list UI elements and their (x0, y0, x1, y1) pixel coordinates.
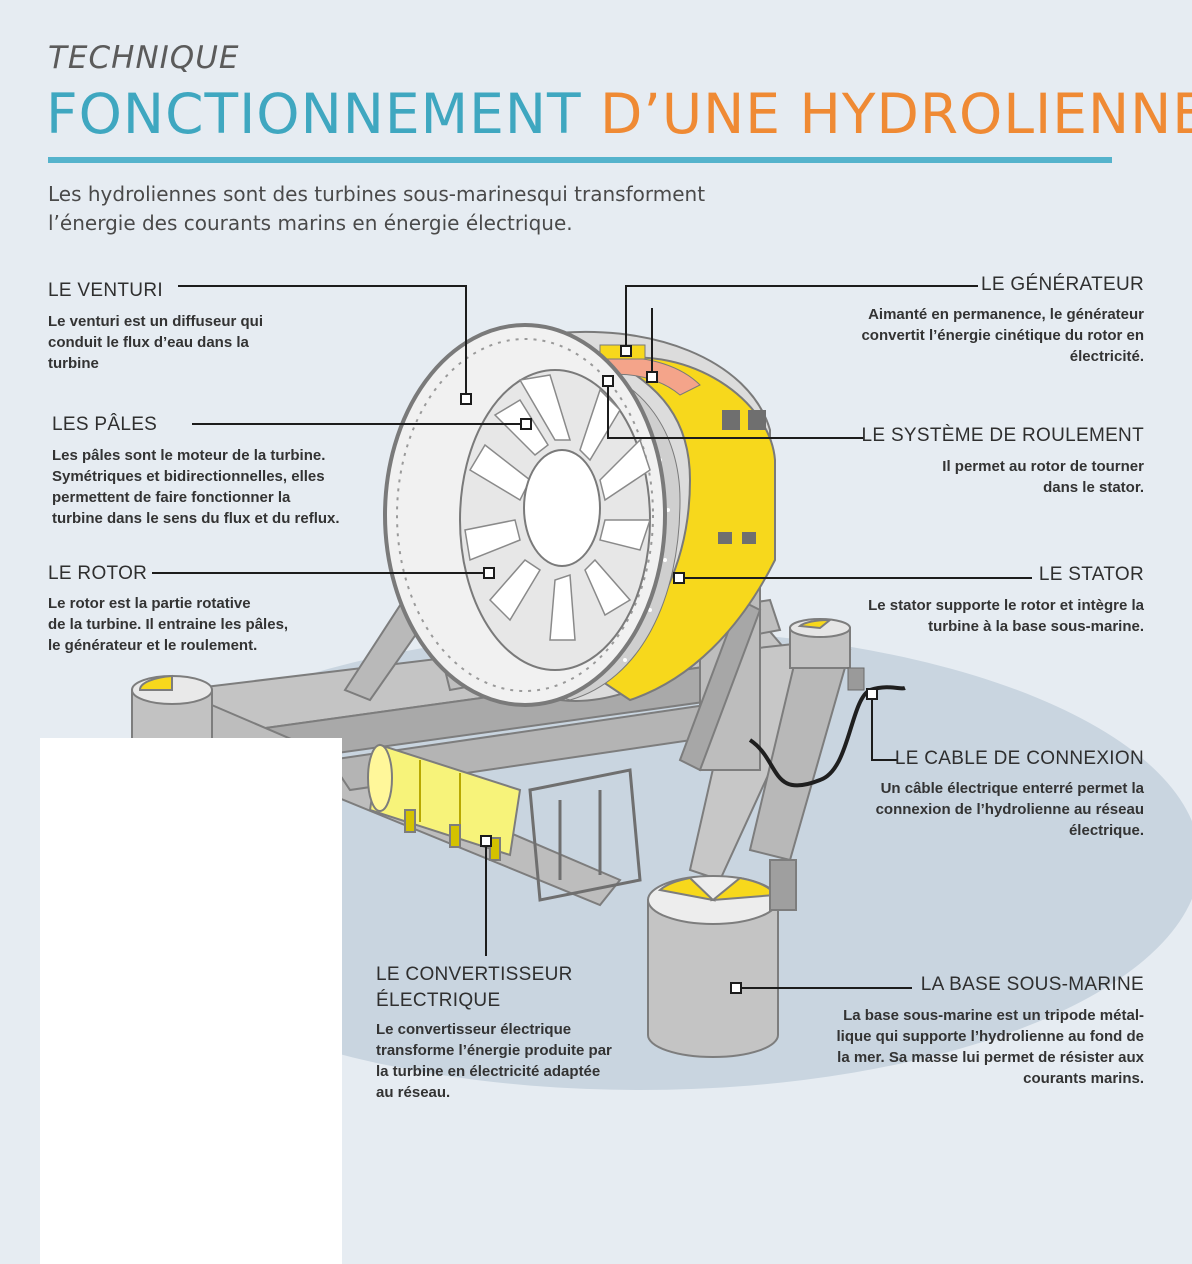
desc-generateur: Aimanté en permanence, le générateur con… (814, 304, 1144, 367)
desc-line: la turbine en électricité adaptée (376, 1063, 601, 1080)
leader-lines (152, 285, 1032, 989)
label-pales: LES PÂLES (52, 414, 158, 435)
desc-line: turbine à la base sous-marine. (928, 618, 1144, 635)
desc-line: de la turbine. Il entraine les pâles, (48, 616, 289, 633)
desc-line: conduit le flux d’eau dans la (48, 334, 249, 351)
desc-line: permettent de faire fonctionner la (52, 489, 291, 506)
desc-line: le générateur et le roulement. (48, 637, 258, 654)
connection-cable (748, 685, 906, 788)
label-rotor: LE ROTOR (48, 563, 148, 584)
blank-panel (40, 738, 342, 1264)
intro-line: l’énergie des courants marins en énergie… (48, 211, 573, 235)
desc-line: Aimanté en permanence, le générateur (868, 306, 1144, 323)
desc-pales: Les pâles sont le moteur de la turbine. … (52, 445, 382, 529)
desc-line: Le rotor est la partie rotative (48, 595, 251, 612)
page-title-part2: D’UNE HYDROLIENNE (600, 82, 1192, 146)
desc-line: Les pâles sont le moteur de la turbine. (52, 447, 326, 464)
desc-line: Il permet au rotor de tourner (942, 458, 1144, 475)
desc-line: connexion de l’hydrolienne au réseau (875, 801, 1144, 818)
turbine-body (383, 323, 776, 707)
desc-convertisseur: Le convertisseur électrique transforme l… (376, 1019, 656, 1103)
desc-base: La base sous-marine est un tripode métal… (804, 1005, 1144, 1089)
desc-line: convertit l’énergie cinétique du rotor e… (861, 327, 1144, 344)
desc-line: turbine (48, 355, 99, 372)
desc-line: électrique. (1068, 822, 1144, 839)
title-underline (48, 157, 1112, 163)
label-roulement: LE SYSTÈME DE ROULEMENT (861, 425, 1144, 446)
desc-line: Symétriques et bidirectionnelles, elles (52, 468, 325, 485)
desc-stator: Le stator supporte le rotor et intègre l… (824, 595, 1144, 637)
converter-unit (367, 743, 642, 902)
desc-line: électricité. (1069, 348, 1144, 365)
label-cable: LE CABLE DE CONNEXION (894, 748, 1144, 769)
desc-line: Le stator supporte le rotor et intègre l… (868, 597, 1144, 614)
desc-line: La base sous-marine est un tripode métal… (843, 1007, 1144, 1024)
right-pile (789, 618, 851, 669)
intro-text: Les hydroliennes sont des turbines sous-… (48, 180, 808, 238)
desc-line: transforme l’énergie produite par (376, 1042, 612, 1059)
label-convertisseur-line2: ÉLECTRIQUE (376, 990, 501, 1011)
page-title-part1: FONCTIONNEMENT (46, 82, 601, 146)
cable-junction-box (847, 667, 865, 691)
page-title: FONCTIONNEMENT D’UNE HYDROLIENNE (46, 82, 1192, 146)
desc-line: la mer. Sa masse lui permet de résister … (837, 1049, 1144, 1066)
desc-line: Le venturi est un diffuseur qui (48, 313, 264, 330)
desc-roulement: Il permet au rotor de tourner dans le st… (844, 456, 1144, 498)
desc-rotor: Le rotor est la partie rotative de la tu… (48, 593, 348, 656)
label-stator: LE STATOR (1038, 564, 1144, 585)
eyebrow-technique: TECHNIQUE (48, 40, 240, 76)
label-base: LA BASE SOUS-MARINE (920, 974, 1144, 995)
desc-line: lique qui supporte l’hydrolienne au fond… (836, 1028, 1144, 1045)
desc-line: turbine dans le sens du flux et du reflu… (52, 510, 340, 527)
desc-line: courants marins. (1023, 1070, 1144, 1087)
intro-line: Les hydroliennes sont des turbines sous-… (48, 182, 706, 206)
desc-line: au réseau. (376, 1084, 451, 1101)
desc-line: Le convertisseur électrique (376, 1021, 572, 1038)
label-venturi: LE VENTURI (48, 280, 163, 301)
desc-line: dans le stator. (1043, 479, 1144, 496)
label-generateur: LE GÉNÉRATEUR (981, 274, 1144, 295)
front-pile (647, 859, 797, 1058)
label-convertisseur-line1: LE CONVERTISSEUR (376, 964, 573, 985)
anchor-markers (460, 345, 878, 994)
desc-cable: Un câble électrique enterré permet la co… (834, 778, 1144, 841)
desc-line: Un câble électrique enterré permet la (880, 780, 1144, 797)
desc-venturi: Le venturi est un diffuseur qui conduit … (48, 311, 308, 374)
